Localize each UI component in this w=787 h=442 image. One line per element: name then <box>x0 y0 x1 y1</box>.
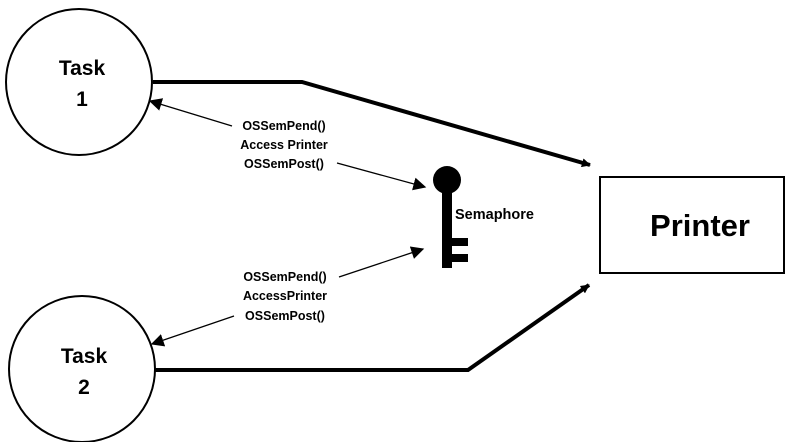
task2-op-access: AccessPrinter <box>243 289 327 303</box>
task1-label-line2: 1 <box>76 88 88 111</box>
key-tooth-upper <box>450 238 468 246</box>
semaphore-label: Semaphore <box>455 207 534 223</box>
task1-node: Task 1 <box>5 8 153 156</box>
task1-to-printer-arrow <box>153 80 591 168</box>
task2-post-arrow <box>150 315 235 347</box>
task1-pend-arrow <box>148 98 233 127</box>
task1-op-pend: OSSemPend() <box>242 119 325 133</box>
task2-label-line1: Task <box>61 345 108 368</box>
task2-to-printer-arrow <box>155 283 591 372</box>
printer-box <box>599 176 785 274</box>
task2-label-line2: 2 <box>78 376 90 399</box>
key-tooth-lower <box>450 254 468 262</box>
task2-op-post: OSSemPost() <box>245 309 325 323</box>
task1-op-access: Access Printer <box>240 138 328 152</box>
task2-node: Task 2 <box>8 295 156 442</box>
task2-circle <box>8 295 156 442</box>
task2-op-pend: OSSemPend() <box>243 270 326 284</box>
task1-circle <box>5 8 153 156</box>
task1-op-post: OSSemPost() <box>244 157 324 171</box>
task2-pend-arrow <box>338 246 425 278</box>
key-icon <box>433 166 468 268</box>
task1-label-line1: Task <box>59 57 106 80</box>
printer-label: Printer <box>650 208 750 243</box>
key-bow <box>433 166 461 194</box>
task1-post-arrow <box>336 162 427 191</box>
key-shaft <box>442 190 452 268</box>
printer-node: Printer <box>599 176 785 274</box>
